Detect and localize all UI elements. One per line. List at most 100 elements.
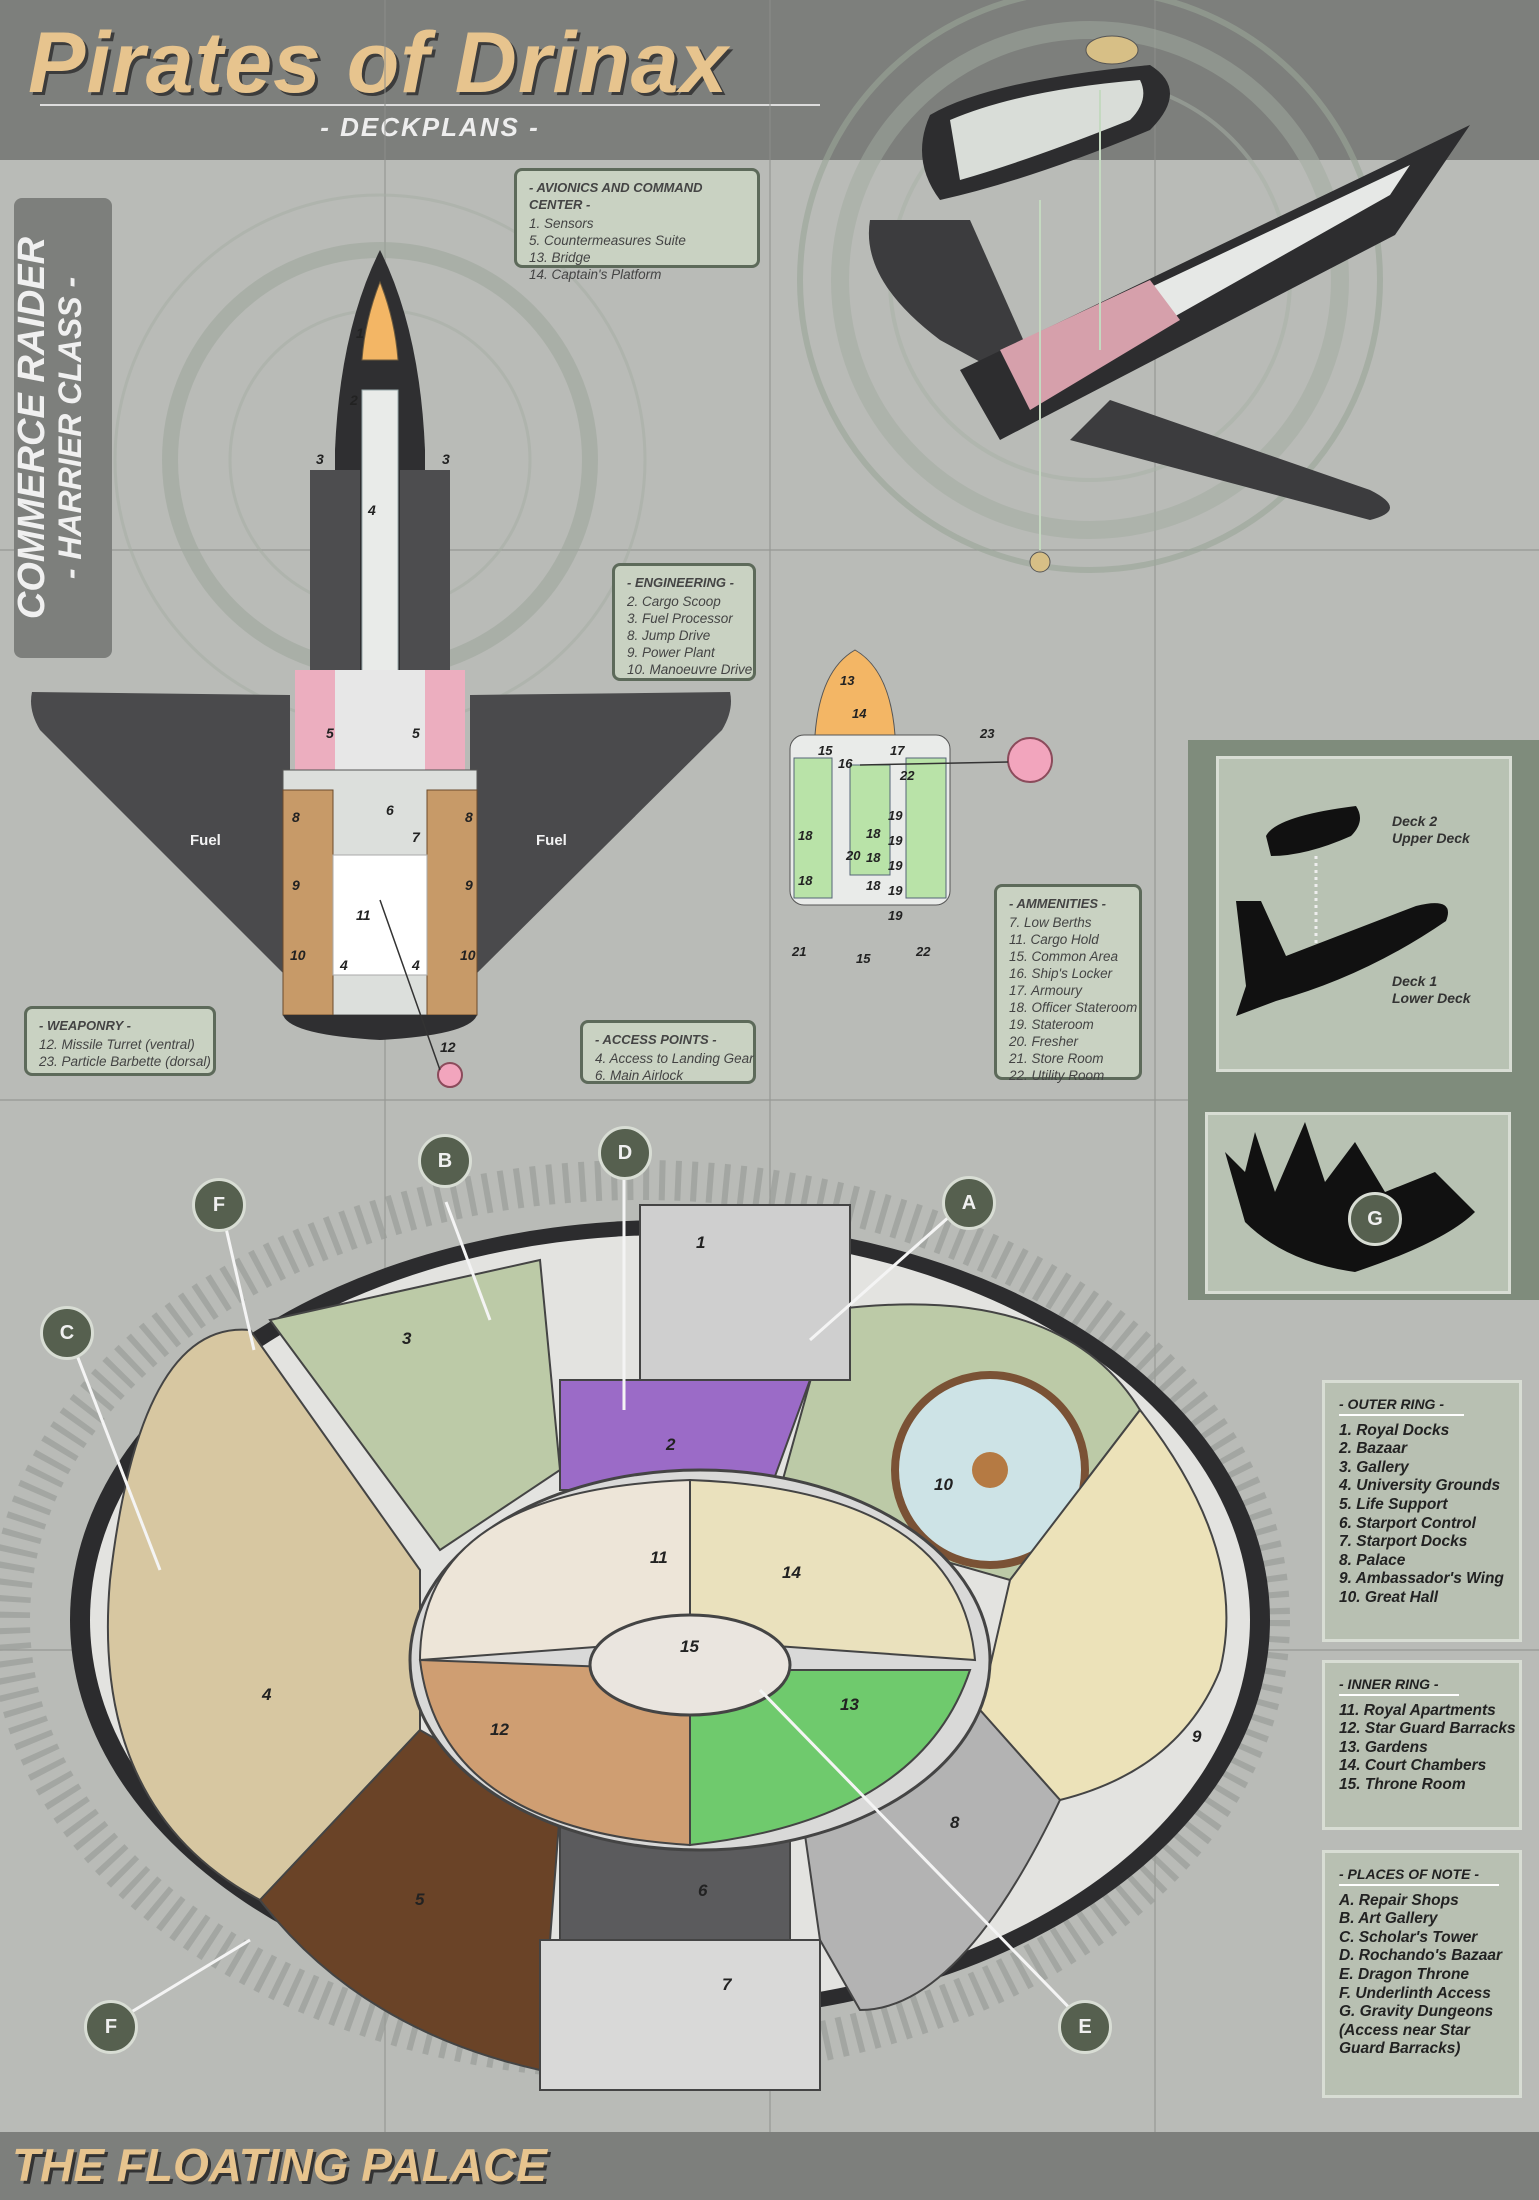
svg-text:5: 5 [326, 725, 334, 741]
svg-text:19: 19 [888, 833, 903, 848]
legend-item: 10. Manoeuvre Drive [627, 662, 753, 677]
footer-title: THE FLOATING PALACE [12, 2139, 547, 2191]
right-wing [470, 692, 731, 980]
legend-item: 3. Fuel Processor [627, 611, 733, 626]
legend-item: F. Underlinth Access [1339, 1984, 1491, 2002]
svg-text:18: 18 [866, 850, 881, 865]
svg-text:15: 15 [818, 743, 833, 758]
legend-item: 2. Cargo Scoop [627, 594, 721, 609]
svg-text:4: 4 [339, 957, 348, 973]
legend-avionics: - AVIONICS AND COMMAND CENTER - 1. Senso… [514, 168, 760, 282]
legend-item: 14. Court Chambers [1339, 1757, 1487, 1775]
deck1-silhouette [1236, 901, 1448, 1016]
legend-item: 11. Cargo Hold [1009, 932, 1099, 947]
svg-text:7: 7 [412, 829, 421, 845]
svg-text:5: 5 [415, 1890, 425, 1909]
zone-royal-apartments [418, 1478, 691, 1662]
legend-item: 21. Store Room [1009, 1051, 1104, 1066]
svg-text:9: 9 [1192, 1727, 1202, 1746]
legend-item: G. Gravity Dungeons [1339, 2003, 1494, 2021]
deck2-sublabel: Upper Deck [1392, 830, 1471, 846]
legend-engineering: - ENGINEERING - 2. Cargo Scoop 3. Fuel P… [612, 563, 756, 681]
svg-text:16: 16 [838, 756, 853, 771]
marker-d: D [598, 1126, 652, 1180]
svg-text:4: 4 [411, 957, 420, 973]
svg-text:3: 3 [316, 451, 324, 467]
legend-item: 13. Gardens [1339, 1738, 1428, 1756]
deck2-label: Deck 2 [1392, 813, 1437, 829]
svg-text:19: 19 [888, 808, 903, 823]
fuel-label-left: Fuel [190, 832, 221, 849]
legend-item: 15. Common Area [1009, 949, 1119, 964]
svg-text:12: 12 [490, 1720, 509, 1739]
svg-text:15: 15 [680, 1637, 699, 1656]
svg-text:4: 4 [261, 1685, 272, 1704]
marker-c: C [40, 1306, 94, 1360]
deck1-sublabel: Lower Deck [1392, 990, 1472, 1006]
legend-weaponry: - WEAPONRY - 12. Missile Turret (ventral… [24, 1006, 216, 1076]
legend-item: 7. Starport Docks [1339, 1533, 1468, 1551]
svg-text:18: 18 [866, 826, 881, 841]
svg-text:18: 18 [866, 878, 881, 893]
legend-item: E. Dragon Throne [1339, 1965, 1470, 1983]
zone-star-guard-barracks [418, 1658, 691, 1847]
left-wing [31, 692, 290, 980]
svg-text:2: 2 [349, 392, 358, 408]
svg-text:11: 11 [650, 1548, 668, 1567]
title-rule [40, 104, 820, 106]
legend-item: 20. Fresher [1009, 1034, 1079, 1049]
zone-starport-docks [539, 1939, 821, 2091]
legend-item: D. Rochando's Bazaar [1339, 1947, 1503, 1965]
svg-text:22: 22 [899, 768, 915, 783]
svg-text:10: 10 [934, 1475, 953, 1494]
legend-title: - PLACES OF NOTE - [1339, 1865, 1499, 1886]
legend-item: 8. Palace [1339, 1551, 1406, 1569]
svg-text:4: 4 [367, 502, 376, 518]
svg-text:19: 19 [888, 883, 903, 898]
legend-places-of-note: - PLACES OF NOTE - A. Repair Shops B. Ar… [1322, 1850, 1522, 2098]
page-subtitle: - DECKPLANS - [320, 112, 540, 142]
svg-text:1: 1 [356, 325, 364, 341]
svg-text:23: 23 [979, 726, 995, 741]
marker-f: F [192, 1178, 246, 1232]
legend-item: 1. Royal Docks [1339, 1421, 1450, 1439]
legend-item: 5. Countermeasures Suite [529, 233, 686, 248]
svg-text:8: 8 [292, 809, 300, 825]
svg-text:3: 3 [442, 451, 450, 467]
legend-item: 9. Ambassador's Wing [1339, 1570, 1504, 1588]
deck-silhouettes: Deck 2 Upper Deck Deck 1 Lower Deck [1236, 806, 1472, 1016]
legend-title: - AVIONICS AND COMMAND CENTER - [529, 180, 703, 212]
legend-item: 23. Particle Barbette (dorsal) [39, 1054, 211, 1069]
footer-bar [0, 2132, 1539, 2200]
legend-item: B. Art Gallery [1339, 1910, 1438, 1928]
svg-text:2: 2 [665, 1435, 676, 1454]
svg-text:22: 22 [915, 944, 931, 959]
legend-item: 8. Jump Drive [627, 628, 711, 643]
svg-text:11: 11 [356, 907, 371, 923]
svg-text:15: 15 [856, 951, 871, 966]
zone-gardens [689, 1669, 972, 1847]
svg-text:18: 18 [798, 873, 813, 888]
legend-access-points: - ACCESS POINTS - 4. Access to Landing G… [580, 1020, 756, 1084]
legend-item: A. Repair Shops [1339, 1891, 1459, 1909]
zone-royal-docks [639, 1204, 851, 1381]
svg-text:19: 19 [888, 908, 903, 923]
svg-text:18: 18 [798, 828, 813, 843]
marker-e: E [1058, 2000, 1112, 2054]
ship-class-label-box [14, 198, 112, 658]
legend-title: - WEAPONRY - [39, 1018, 131, 1033]
svg-text:20: 20 [845, 848, 861, 863]
deck1-label: Deck 1 [1392, 973, 1437, 989]
svg-text:8: 8 [950, 1813, 960, 1832]
legend-title: - AMMENITIES - [1009, 896, 1107, 911]
zone-ambassadors-wing [978, 1408, 1228, 1802]
svg-text:10: 10 [290, 947, 306, 963]
legend-item: C. Scholar's Tower [1339, 1928, 1478, 1946]
legend-item: 4. Access to Landing Gear [595, 1051, 754, 1066]
fuel-label-right: Fuel [536, 832, 567, 849]
svg-text:13: 13 [840, 1695, 859, 1714]
svg-text:21: 21 [791, 944, 806, 959]
